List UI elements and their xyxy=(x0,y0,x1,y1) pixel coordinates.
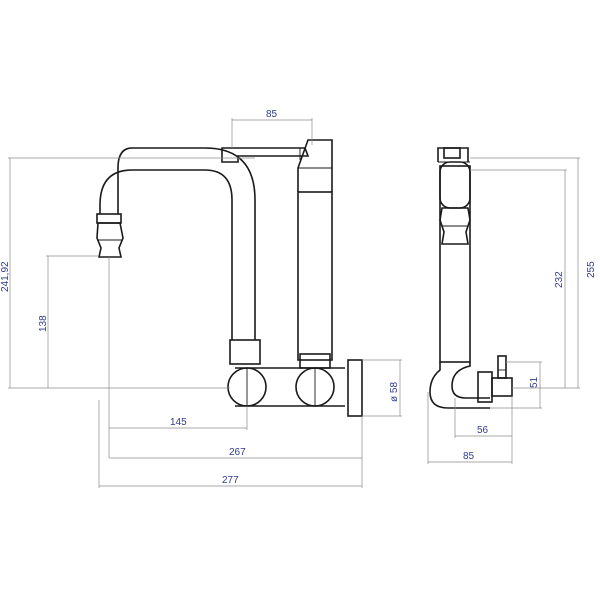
dim-total-height: 241,92 xyxy=(0,261,11,292)
dim-total-length: 277 xyxy=(222,475,239,486)
wall-pipe xyxy=(235,367,345,407)
side-view xyxy=(429,147,513,409)
aerator-ring xyxy=(96,213,122,224)
body-connector xyxy=(299,353,331,369)
spout-inner xyxy=(117,147,256,340)
aerator xyxy=(96,222,124,258)
body-top xyxy=(297,139,333,192)
dim-side-pipe-height: 51 xyxy=(529,376,540,388)
side-elbow-outer xyxy=(429,362,490,409)
side-aerator xyxy=(439,207,471,245)
spout-outer xyxy=(99,169,233,340)
dim-side-total-depth: 85 xyxy=(463,451,475,462)
dim-spout-height: 138 xyxy=(38,315,49,332)
dim-flange-diameter: ø 58 xyxy=(389,382,400,402)
dim-side-total-height: 255 xyxy=(586,261,597,278)
wall-flange xyxy=(347,359,363,417)
dim-side-body-height: 232 xyxy=(554,271,565,288)
side-top-cap xyxy=(437,147,469,162)
body-tube xyxy=(297,191,333,361)
side-valve-stem xyxy=(497,355,507,379)
dim-body-length: 267 xyxy=(229,447,246,458)
dim-side-body-depth: 56 xyxy=(477,425,489,436)
spout-connector xyxy=(229,339,261,365)
side-dimensions: 255 232 51 56 85 xyxy=(427,157,597,464)
front-view xyxy=(96,139,363,417)
side-column xyxy=(439,165,471,363)
dim-spout-offset: 145 xyxy=(170,417,187,428)
dim-handle-width: 85 xyxy=(266,109,278,120)
side-upper-body xyxy=(439,161,471,209)
lever-handle xyxy=(221,147,310,163)
front-dimensions: 85 241,92 138 145 267 277 ø 58 xyxy=(0,109,402,488)
side-elbow-inner xyxy=(451,362,490,399)
side-pipe xyxy=(491,377,513,397)
side-top-handle xyxy=(443,147,461,159)
